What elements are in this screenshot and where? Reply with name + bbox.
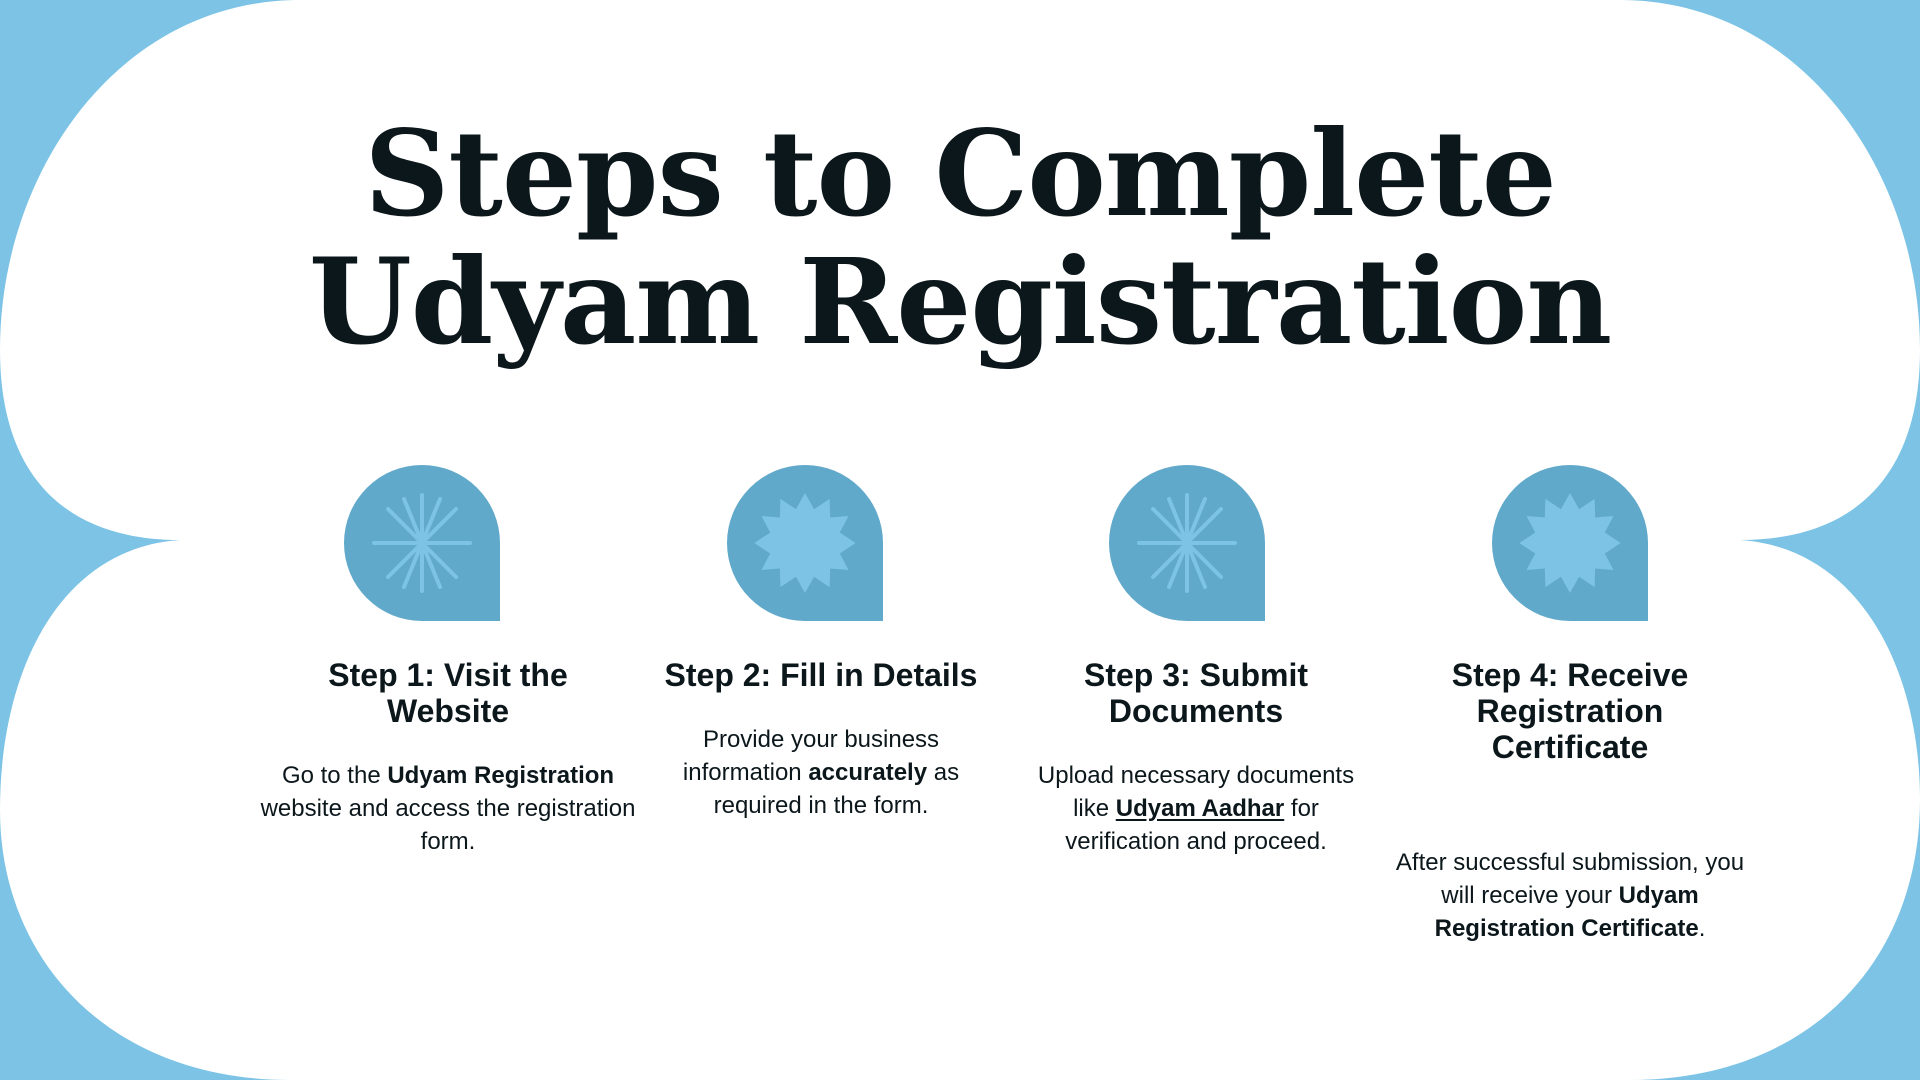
step-1-title: Step 1: Visit the Website: [328, 657, 568, 729]
udyam-aadhar-link[interactable]: Udyam Aadhar: [1115, 795, 1285, 822]
step-1-badge: [344, 465, 500, 621]
asterisk-icon: [372, 493, 472, 593]
step-2-description: Provide your business information accura…: [682, 726, 960, 819]
starburst-icon: [1519, 493, 1621, 593]
step-3-description: Upload necessary documents like Udyam Aa…: [1037, 762, 1355, 855]
step-1-description: Go to the Udyam Registration website and…: [260, 762, 636, 855]
step-3-title: Step 3: Submit Documents: [1083, 657, 1308, 729]
title-line-2: Udyam Registration: [308, 232, 1612, 371]
title-line-1: Steps to Complete: [364, 104, 1557, 243]
step-4-badge: [1492, 465, 1648, 621]
step-4-description: After successful submission, you will re…: [1395, 849, 1745, 942]
step-3-badge: [1109, 465, 1265, 621]
step-4-title: Step 4: Receive Registration Certificate: [1451, 657, 1689, 765]
asterisk-icon: [1137, 493, 1237, 593]
step-2-badge: [727, 465, 883, 621]
step-2-title: Step 2: Fill in Details: [664, 657, 978, 693]
starburst-icon: [754, 493, 856, 593]
page-title: Steps to Complete Udyam Registration: [0, 110, 1920, 366]
